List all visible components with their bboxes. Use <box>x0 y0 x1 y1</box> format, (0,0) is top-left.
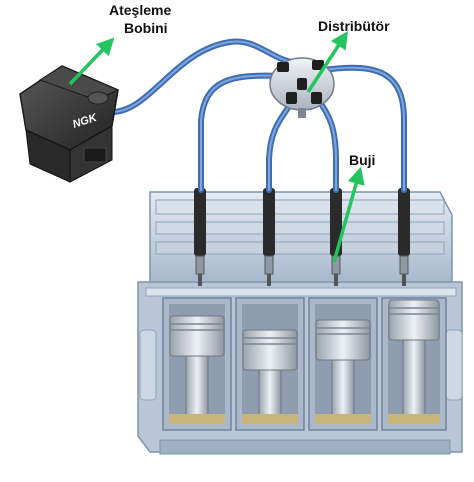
distributor-cap <box>269 57 335 118</box>
cylinder-4 <box>381 297 447 431</box>
distributor-pointer-arrow <box>306 31 348 93</box>
ignition-coil-label-line1: Ateşleme <box>109 2 172 18</box>
cylinder-2 <box>235 297 305 431</box>
spark-plug-4 <box>398 188 410 286</box>
spark-plug-1 <box>194 188 206 286</box>
cylinder-3 <box>308 297 378 431</box>
cylinder-1 <box>162 297 232 431</box>
ignition-coil: NGK <box>19 65 120 183</box>
spark-plug-pointer-arrow <box>332 166 365 263</box>
distributor-label: Distribütör <box>318 18 390 34</box>
spark-plug-2 <box>263 188 275 286</box>
spark-plug-label: Buji <box>349 152 376 168</box>
coil-pointer-arrow <box>68 37 115 86</box>
ignition-coil-label-line2: Bobini <box>124 20 168 36</box>
pointer-arrows <box>68 31 365 263</box>
